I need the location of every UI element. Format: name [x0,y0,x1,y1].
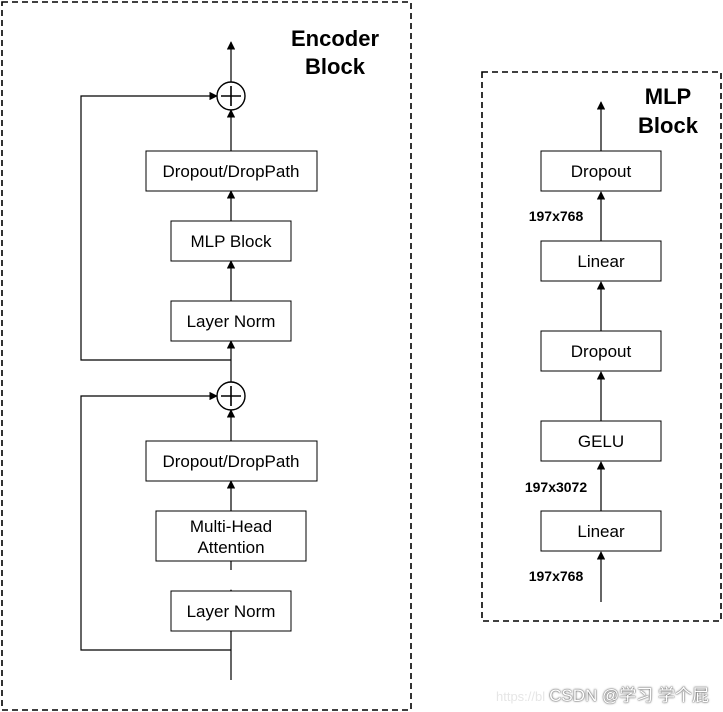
mlp-block-box: MLP Block [170,220,292,262]
dim-label-mid: 197x3072 [525,479,588,495]
add-node-top [216,81,246,111]
mlp-dropout-mid-label: Dropout [571,342,632,361]
residual-connection-bottom [80,391,231,651]
mha-label-line1: Multi-Head [190,517,272,536]
layer-norm-bottom-label: Layer Norm [187,602,276,621]
encoder-block-frame [1,1,412,711]
dim-label-bottom: 197x768 [529,568,584,584]
mlp-title-line1: MLP [645,84,691,109]
mlp-linear-bottom-box: Linear [540,510,662,552]
mlp-dropout-top-box: Dropout [540,150,662,192]
mlp-block-frame [481,71,722,622]
mlp-linear-top-label: Linear [577,252,625,271]
mlp-gelu-box: GELU [540,420,662,462]
add-node-bottom [216,381,246,411]
dropout-droppath-bottom-box: Dropout/DropPath [145,440,318,482]
dim-label-top: 197x768 [529,208,584,224]
dropout-droppath-bottom-label: Dropout/DropPath [162,452,299,471]
encoder-title-line1: Encoder [291,26,379,51]
layer-norm-top-label: Layer Norm [187,312,276,331]
mlp-linear-bottom-label: Linear [577,522,625,541]
dropout-droppath-top-box: Dropout/DropPath [145,150,318,192]
residual-connection-top [80,91,231,361]
mlp-gelu-label: GELU [578,432,624,451]
watermark-url: https://bl [495,689,546,704]
layer-norm-top-box: Layer Norm [170,300,292,342]
multi-head-attention-box: Multi-Head Attention [155,510,307,562]
mlp-block-label: MLP Block [191,232,272,251]
mlp-linear-top-box: Linear [540,240,662,282]
encoder-title-line2: Block [305,54,366,79]
layer-norm-bottom-box: Layer Norm [170,590,292,632]
mlp-dropout-top-label: Dropout [571,162,632,181]
watermark-text: CSDN @学习 学个屁 [549,686,709,705]
mlp-dropout-mid-box: Dropout [540,330,662,372]
mlp-title-line2: Block [638,113,699,138]
dropout-droppath-top-label: Dropout/DropPath [162,162,299,181]
mha-label-line2: Attention [197,538,264,557]
